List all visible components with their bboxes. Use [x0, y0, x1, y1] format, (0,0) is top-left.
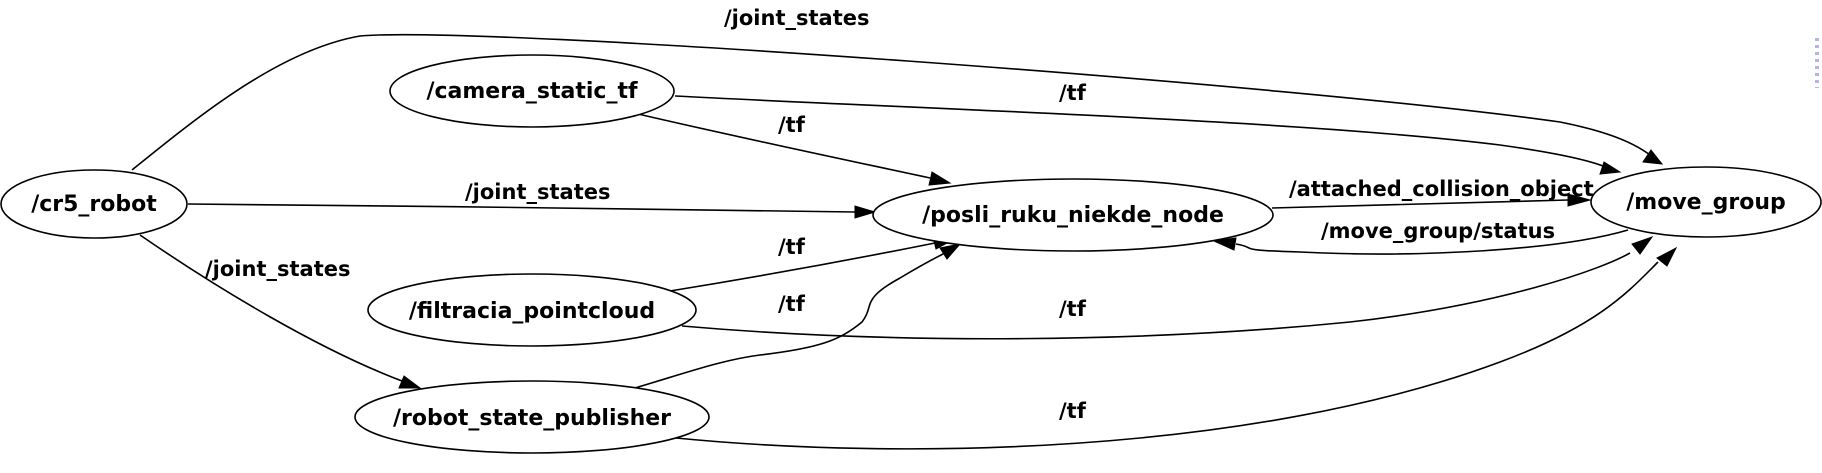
arrowhead	[928, 171, 952, 186]
edge-filtracia-to-posli	[669, 236, 958, 292]
edge-label: /tf	[778, 113, 806, 137]
edge-label: /joint_states	[205, 257, 350, 281]
node-posli-ruku-niekde-node[interactable]: /posli_ruku_niekde_node	[872, 178, 1274, 252]
edge-label: /joint_states	[465, 180, 610, 204]
edge-robot-state-publisher-to-posli	[627, 243, 962, 391]
edge-robot-state-publisher-to-move-group	[675, 246, 1678, 450]
edge-camera-to-move-group	[674, 95, 1622, 175]
edge-filtracia-to-move-group	[681, 236, 1654, 340]
edge-label: /tf	[1059, 297, 1087, 321]
node-move-group[interactable]: /move_group	[1590, 166, 1822, 238]
arrowhead	[939, 243, 962, 260]
edge-label: /tf	[778, 292, 806, 316]
arrowhead	[1631, 236, 1654, 255]
edge-label: /move_group/status	[1321, 219, 1555, 243]
arrowhead	[1599, 161, 1622, 175]
node-label: /posli_ruku_niekde_node	[922, 203, 1224, 228]
edge-label: /attached_collision_object	[1289, 177, 1594, 201]
edge-cr5-to-robot-state-publisher	[139, 234, 422, 389]
node-label: /camera_static_tf	[426, 79, 638, 104]
node-robot-state-publisher[interactable]: /robot_state_publisher	[354, 380, 710, 454]
edge-label: /tf	[778, 235, 806, 259]
arrowhead	[1656, 246, 1678, 267]
arrowhead	[854, 205, 877, 219]
arrowhead	[398, 375, 422, 389]
edge-cr5-to-move-group	[131, 33, 1664, 171]
arrowhead	[1212, 237, 1237, 251]
arrowhead	[1642, 149, 1664, 165]
node-label: /move_group	[1626, 190, 1785, 215]
node-cr5-robot[interactable]: /cr5_robot	[0, 169, 188, 239]
edge-camera-to-posli	[637, 113, 952, 186]
edge-label: /tf	[1059, 399, 1087, 423]
edge-move-group-to-posli	[1212, 229, 1629, 255]
edge-label: /joint_states	[724, 6, 869, 30]
scrollbar-hint	[1815, 38, 1819, 88]
node-camera-static-tf[interactable]: /camera_static_tf	[389, 54, 675, 128]
node-label: /robot_state_publisher	[393, 406, 671, 431]
node-label: /cr5_robot	[31, 192, 157, 217]
arrowhead	[1567, 193, 1592, 207]
node-label: /filtracia_pointcloud	[409, 299, 655, 324]
edge-label: /tf	[1059, 81, 1087, 105]
edge-cr5-to-posli	[187, 203, 877, 219]
edge-posli-to-move-group	[1271, 193, 1592, 209]
node-filtracia-pointcloud[interactable]: /filtracia_pointcloud	[367, 273, 697, 347]
